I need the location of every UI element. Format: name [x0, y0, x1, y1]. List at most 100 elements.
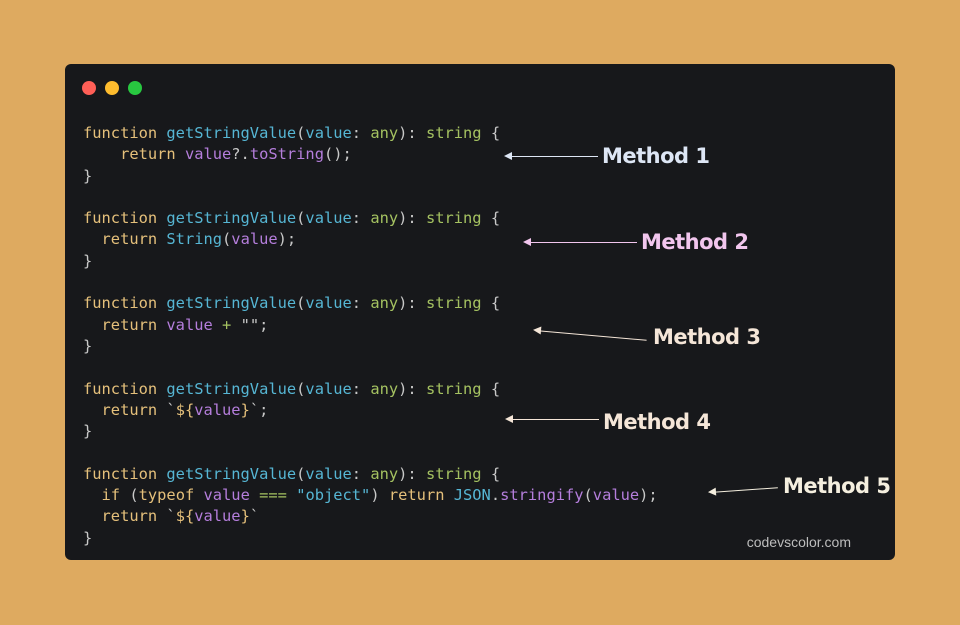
code-line: return `${value}`;: [83, 400, 658, 421]
code-token: typeof: [138, 486, 204, 505]
code-token: }: [240, 400, 250, 419]
code-token: return: [83, 315, 167, 334]
code-token: }: [240, 507, 250, 526]
code-token: string: [425, 209, 482, 228]
arrow-left-icon: [504, 152, 598, 160]
maximize-dot-icon[interactable]: [128, 81, 142, 95]
code-token: getStringValue: [166, 124, 297, 142]
code-token: ): [370, 486, 389, 505]
method-label: Method 5: [783, 474, 891, 498]
code-line: return String(value);: [83, 229, 658, 250]
code-line: }: [83, 528, 658, 549]
code-token: stringify: [500, 486, 584, 505]
code-token: value: [231, 230, 278, 249]
code-token: :: [351, 124, 371, 142]
code-token: getStringValue: [166, 294, 297, 313]
code-token: (: [296, 124, 306, 142]
code-token: any: [370, 209, 399, 228]
code-token: {: [481, 209, 501, 228]
code-token: any: [370, 294, 399, 313]
code-token: JSON: [453, 486, 491, 505]
code-token: ${: [175, 400, 195, 419]
code-token: ):: [398, 464, 426, 483]
code-token: function: [83, 209, 167, 228]
method-label: Method 4: [603, 410, 711, 434]
code-token: string: [425, 379, 482, 398]
code-token: return: [83, 400, 167, 419]
traffic-lights: [82, 81, 142, 95]
code-token: "object": [296, 486, 371, 505]
code-token: value: [305, 464, 352, 483]
code-block: function getStringValue(value: any): str…: [83, 123, 658, 549]
code-token: string: [425, 464, 482, 483]
code-token: ):: [398, 124, 426, 142]
code-line: }: [83, 251, 658, 272]
code-token: function: [83, 379, 167, 398]
code-line: return value?.toString();: [83, 144, 658, 165]
code-token: );: [277, 230, 297, 249]
code-line: return value + "";: [83, 315, 658, 336]
code-token: value: [592, 486, 640, 505]
code-line: if (typeof value === "object") return JS…: [83, 485, 658, 506]
code-token: ${: [175, 507, 195, 526]
code-token: `: [249, 507, 260, 526]
code-line: function getStringValue(value: any): str…: [83, 464, 658, 485]
code-token: ):: [398, 294, 426, 313]
code-token: value: [203, 486, 250, 505]
code-token: }: [83, 251, 93, 270]
watermark: codevscolor.com: [746, 534, 851, 550]
code-token: value: [166, 315, 213, 334]
code-token: :: [351, 209, 371, 228]
code-token: string: [425, 124, 482, 142]
code-token: ?.: [231, 145, 250, 164]
code-token: ):: [398, 379, 426, 398]
code-token: value: [305, 209, 352, 228]
code-token: (: [583, 486, 593, 505]
code-token: value: [305, 124, 352, 142]
code-token: getStringValue: [166, 209, 297, 228]
code-token: ;: [259, 400, 269, 419]
code-token: }: [83, 528, 93, 547]
code-token: getStringValue: [166, 379, 297, 398]
code-token: value: [184, 145, 232, 164]
code-token: value: [194, 400, 241, 419]
code-token: return: [83, 230, 167, 249]
code-token: `: [166, 507, 176, 526]
code-token: return: [83, 145, 185, 164]
code-line: }: [83, 421, 658, 442]
code-line: }: [83, 166, 658, 187]
code-token: +: [212, 315, 241, 334]
code-token: function: [83, 294, 167, 313]
method-label: Method 2: [641, 230, 749, 254]
code-token: {: [481, 379, 501, 398]
code-token: ;: [259, 315, 269, 334]
code-token: getStringValue: [166, 464, 297, 483]
code-token: {: [481, 464, 501, 483]
code-token: }: [83, 166, 93, 185]
code-token: "": [240, 315, 260, 334]
code-token: function: [83, 124, 167, 142]
code-token: {: [481, 124, 501, 142]
code-token: return: [83, 507, 167, 526]
code-token: function: [83, 464, 167, 483]
code-window: function getStringValue(value: any): str…: [65, 64, 895, 560]
method-label: Method 1: [602, 144, 710, 168]
code-line: function getStringValue(value: any): str…: [83, 379, 658, 400]
arrow-left-icon: [709, 487, 778, 493]
code-token: .: [490, 486, 501, 505]
code-token: ):: [398, 209, 426, 228]
minimize-dot-icon[interactable]: [105, 81, 119, 95]
close-dot-icon[interactable]: [82, 81, 96, 95]
code-token: value: [305, 294, 352, 313]
code-token: toString: [249, 145, 324, 164]
code-token: :: [351, 464, 371, 483]
code-token: value: [194, 507, 241, 526]
code-token: }: [83, 336, 93, 355]
code-token: any: [370, 464, 399, 483]
code-token: :: [351, 294, 371, 313]
code-token: );: [639, 486, 658, 505]
code-line: function getStringValue(value: any): str…: [83, 208, 658, 229]
code-token: `: [249, 400, 260, 419]
code-token: }: [83, 422, 93, 441]
code-token: (: [296, 294, 306, 313]
